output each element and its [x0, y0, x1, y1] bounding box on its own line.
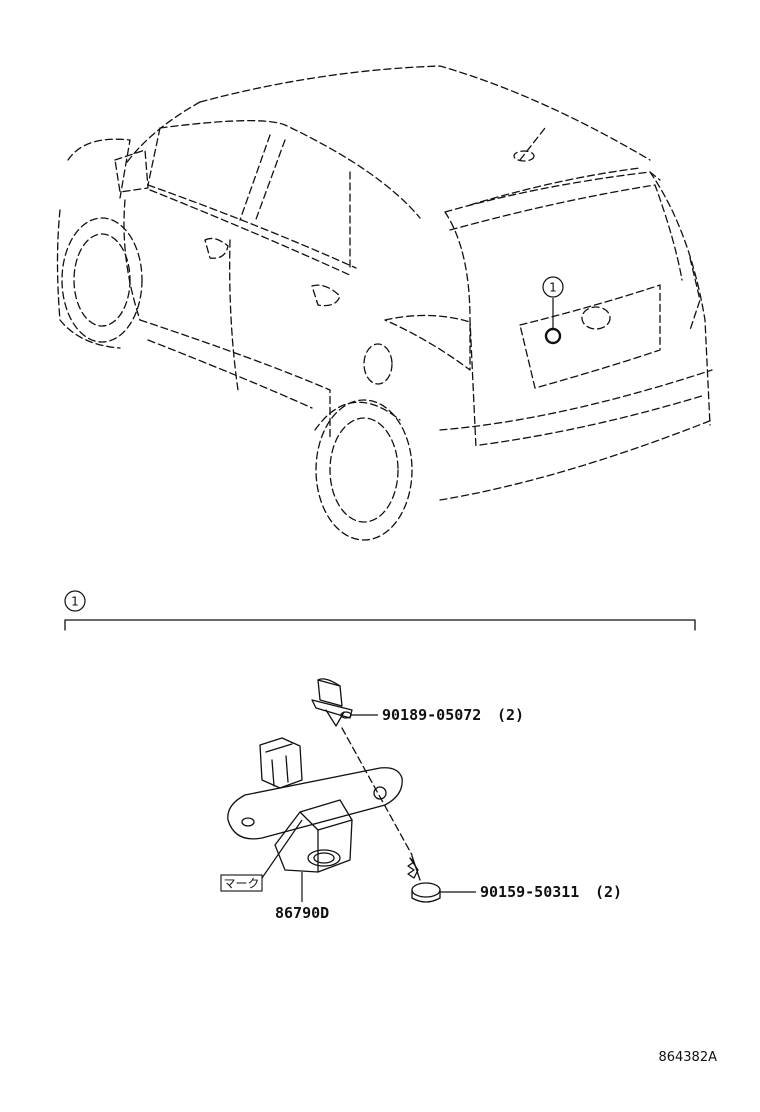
section-bracket [64, 619, 696, 631]
mark-leader [261, 819, 303, 879]
camera-part [227, 737, 403, 873]
assembly-dash-line [341, 727, 413, 856]
section-circle [64, 590, 86, 612]
figure-code: 864382A [658, 1050, 717, 1065]
mark-label: マーク [223, 877, 259, 891]
front-wheel [61, 217, 143, 343]
vehicle-illustration [56, 65, 713, 501]
clip-part-number: 90189-05072 [382, 706, 481, 724]
camera-part-number: 86790D [275, 904, 329, 922]
callout-index-label: 1 [549, 281, 557, 295]
screw-part-number: 90159-50311 [480, 883, 579, 901]
clip-part-qty: (2) [497, 706, 524, 724]
clip-part [311, 678, 353, 727]
camera-location-marker [544, 327, 562, 345]
mark-label-box [220, 874, 263, 892]
screw-part-qty: (2) [595, 883, 622, 901]
rear-wheel [314, 399, 413, 541]
section-index-label: 1 [71, 595, 79, 609]
callout-circle [542, 276, 564, 298]
screw-part [407, 855, 441, 903]
